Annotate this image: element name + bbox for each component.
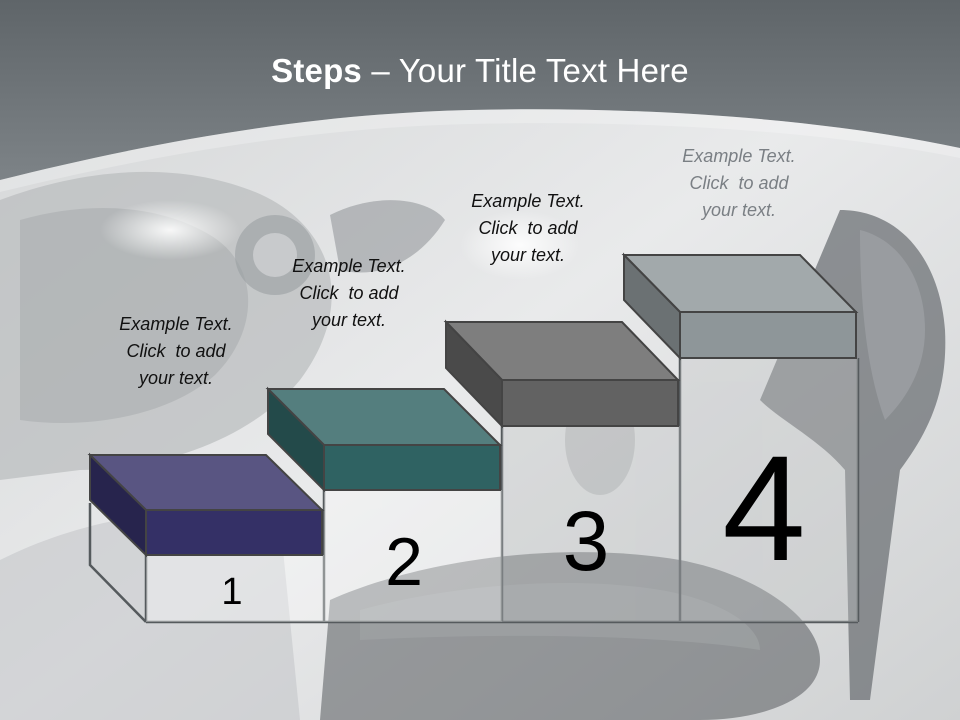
caption-line: Example Text.: [682, 146, 796, 166]
caption-line: your text.: [311, 310, 387, 330]
caption-line: Click to add: [478, 218, 578, 238]
step-block-3[interactable]: [443, 319, 681, 429]
step-number-1: 1: [221, 571, 242, 613]
step-caption-1[interactable]: Example Text. Click to add your text.: [76, 311, 276, 392]
caption-line: Click to add: [299, 283, 399, 303]
caption-line: Click to add: [689, 173, 789, 193]
staircase-outline: [88, 358, 860, 624]
step-caption-4[interactable]: Example Text. Click to add your text.: [639, 143, 839, 224]
caption-line: Example Text.: [292, 256, 406, 276]
slide-title[interactable]: Steps – Your Title Text Here: [0, 52, 960, 90]
step-number-2: 2: [385, 524, 423, 600]
caption-line: Example Text.: [119, 314, 233, 334]
header-band: [0, 0, 960, 192]
step-block-1[interactable]: [87, 452, 325, 558]
step-caption-3[interactable]: Example Text. Click to add your text.: [428, 188, 628, 269]
caption-line: Click to add: [126, 341, 226, 361]
step-columns: [146, 358, 858, 622]
title-bold: Steps: [271, 52, 362, 89]
title-text: Your Title Text Here: [398, 52, 689, 89]
caption-line: your text.: [138, 368, 214, 388]
step-number-3: 3: [563, 494, 610, 588]
step-block-4[interactable]: [621, 252, 859, 361]
title-separator: –: [362, 52, 399, 89]
caption-line: your text.: [490, 245, 566, 265]
step-caption-2[interactable]: Example Text. Click to add your text.: [249, 253, 449, 334]
step-block-2[interactable]: [265, 386, 503, 493]
caption-line: your text.: [701, 200, 777, 220]
caption-line: Example Text.: [471, 191, 585, 211]
step-number-4: 4: [722, 424, 805, 592]
